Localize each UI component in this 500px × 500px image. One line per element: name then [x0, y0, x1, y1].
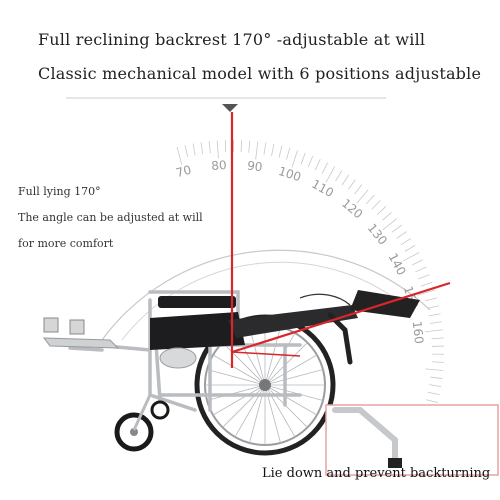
protractor-tick-label: 90: [246, 159, 263, 175]
commode-bucket: [159, 347, 197, 369]
note-comfort: for more comfort: [18, 237, 114, 250]
protractor-tick-label: 100: [277, 164, 303, 184]
inset-caption: Lie down and prevent backturning: [262, 466, 491, 481]
protractor-tick-label: 70: [174, 163, 192, 180]
reclined-angle-line: [231, 281, 451, 354]
pointer-triangle: [222, 104, 238, 112]
protractor-tick-label: 130: [365, 221, 390, 248]
note-adjustable: The angle can be adjusted at will: [18, 211, 203, 224]
reclined-backrest: [228, 305, 358, 338]
protractor-tick-label: 160: [410, 320, 426, 344]
note-full-lying: Full lying 170°: [18, 185, 101, 198]
small-caster: [150, 400, 170, 420]
base-angle-line: [231, 351, 301, 357]
leg-rest-plate: [42, 337, 120, 349]
protractor-tick-label: 140: [386, 251, 409, 278]
footrest-right: [69, 319, 85, 335]
anti-tip-inset: [325, 404, 499, 476]
brake-cable: [299, 293, 351, 306]
protractor-tick-label: 110: [309, 177, 336, 200]
footrest-left: [43, 317, 59, 333]
headline-positions: Classic mechanical model with 6 position…: [38, 64, 482, 83]
headline-backrest: Full reclining backrest 170° -adjustable…: [38, 30, 426, 49]
protractor-tick-label: 120: [339, 196, 366, 221]
seat-cushion: [150, 312, 245, 350]
front-caster: [114, 394, 154, 452]
armrest-pad: [158, 296, 236, 308]
protractor-tick-label: 80: [211, 158, 227, 173]
